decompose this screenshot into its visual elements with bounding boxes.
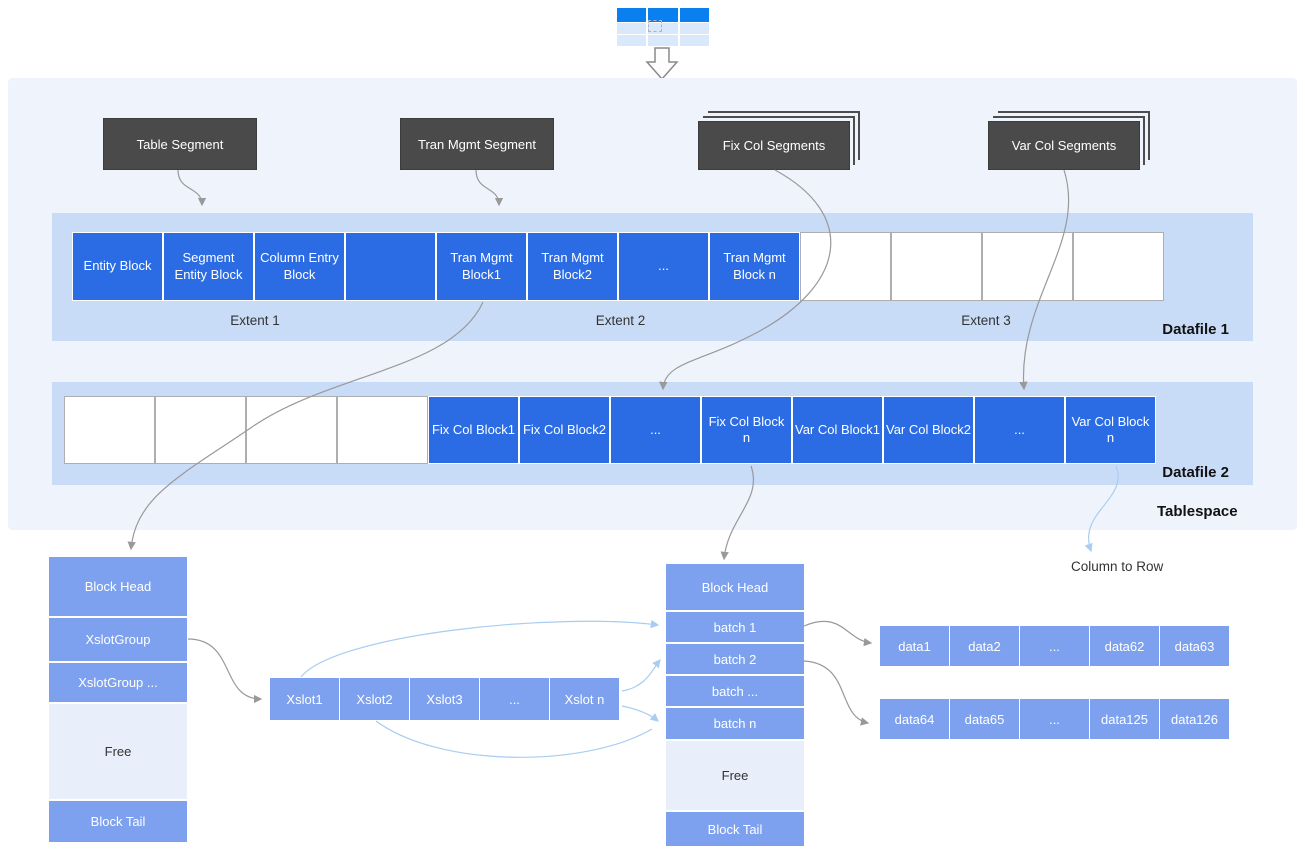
data-cell: data64: [880, 699, 949, 739]
batch-cell: batch ...: [666, 676, 804, 706]
datafile2-blocks: Fix Col Block1 Fix Col Block2 ... Fix Co…: [64, 396, 1156, 464]
extent-label: Extent 2: [595, 313, 646, 328]
xslot-cell: ...: [480, 678, 549, 720]
datafile-block: Fix Col Block1: [428, 396, 519, 464]
datafile-block: Tran Mgmt Block1: [436, 232, 527, 301]
datafile-block: ...: [974, 396, 1065, 464]
datafile-block-empty: [982, 232, 1073, 301]
datafile-block: Fix Col Block n: [701, 396, 792, 464]
datafile-block-empty: [64, 396, 155, 464]
table-icon: [617, 8, 709, 48]
block-head-cell: Block Head: [666, 564, 804, 610]
table-icon-header-row: [617, 8, 709, 22]
tablespace-label: Tablespace: [1157, 503, 1238, 520]
block-tail-cell: Block Tail: [666, 812, 804, 846]
data-cell: data65: [950, 699, 1019, 739]
table-icon-cell: [648, 8, 678, 22]
table-icon-body-row: [617, 35, 709, 46]
table-icon-cell: [648, 35, 678, 46]
data-cell: data62: [1090, 626, 1159, 666]
block-tail-cell: Block Tail: [49, 801, 187, 842]
datafile2-label: Datafile 2: [1162, 464, 1229, 481]
table-icon-cell: [648, 23, 678, 34]
table-icon-cell: [617, 23, 647, 34]
datafile-block-empty: [891, 232, 982, 301]
datafile-block: Entity Block: [72, 232, 163, 301]
data-cell: data63: [1160, 626, 1229, 666]
data-cell: ...: [1020, 626, 1089, 666]
table-segment-box: Table Segment: [103, 118, 257, 170]
table-icon-cell: [617, 8, 647, 22]
table-icon-cell: [679, 23, 709, 34]
data-cell: data2: [950, 626, 1019, 666]
block-detail-left: Block Head XslotGroup XslotGroup ... Fre…: [49, 557, 187, 842]
fix-col-segments-box: Fix Col Segments: [698, 121, 850, 170]
datafile-block-empty: [1073, 232, 1164, 301]
column-to-row-label: Column to Row: [1071, 559, 1164, 574]
datafile-block: Column Entry Block: [254, 232, 345, 301]
batch-cell: batch 1: [666, 612, 804, 642]
datafile1-bar: Entity Block Segment Entity Block Column…: [52, 213, 1253, 341]
block-head-cell: Block Head: [49, 557, 187, 616]
datafile-block: [345, 232, 436, 301]
tran-mgmt-segment-box: Tran Mgmt Segment: [400, 118, 554, 170]
xslot-row: Xslot1 Xslot2 Xslot3 ... Xslot n: [270, 678, 619, 720]
datafile-block: Fix Col Block2: [519, 396, 610, 464]
datafile-block: Var Col Block1: [792, 396, 883, 464]
datafile-block: Var Col Block n: [1065, 396, 1156, 464]
datafile-block: Tran Mgmt Block2: [527, 232, 618, 301]
table-icon-cell: [679, 35, 709, 46]
xslotgroup-cell: XslotGroup: [49, 618, 187, 661]
datafile-block-empty: [246, 396, 337, 464]
xslot-cell: Xslot1: [270, 678, 339, 720]
xslot-cell: Xslot n: [550, 678, 619, 720]
table-icon-cell: [617, 35, 647, 46]
datafile-block: Segment Entity Block: [163, 232, 254, 301]
free-cell: Free: [49, 704, 187, 799]
block-detail-center: Block Head batch 1 batch 2 batch ... bat…: [666, 564, 804, 846]
datafile1-label: Datafile 1: [1162, 321, 1229, 338]
dashed-selection-mark: [648, 20, 662, 32]
datafile-block-empty: [155, 396, 246, 464]
datafile-block-empty: [337, 396, 428, 464]
datafile-block: Var Col Block2: [883, 396, 974, 464]
extent-label: Extent 1: [230, 313, 280, 328]
datafile-block: Tran Mgmt Block n: [709, 232, 800, 301]
free-cell: Free: [666, 741, 804, 810]
datafile-block: ...: [618, 232, 709, 301]
datafile2-bar: Fix Col Block1 Fix Col Block2 ... Fix Co…: [52, 382, 1253, 485]
data-row-1: data1 data2 ... data62 data63: [880, 626, 1229, 666]
data-row-2: data64 data65 ... data125 data126: [880, 699, 1229, 739]
data-cell: data126: [1160, 699, 1229, 739]
table-icon-cell: [679, 8, 709, 22]
datafile-block-empty: [800, 232, 891, 301]
xslotgroup-more-cell: XslotGroup ...: [49, 663, 187, 702]
datafile1-blocks: Entity Block Segment Entity Block Column…: [72, 232, 1164, 301]
data-cell: ...: [1020, 699, 1089, 739]
xslot-cell: Xslot3: [410, 678, 479, 720]
extent-label: Extent 3: [961, 313, 1011, 328]
xslot-cell: Xslot2: [340, 678, 409, 720]
datafile-block: ...: [610, 396, 701, 464]
table-icon-body-row: [617, 23, 709, 34]
var-col-segments-box: Var Col Segments: [988, 121, 1140, 170]
batch-cell: batch 2: [666, 644, 804, 674]
data-cell: data1: [880, 626, 949, 666]
data-cell: data125: [1090, 699, 1159, 739]
batch-cell: batch n: [666, 708, 804, 739]
